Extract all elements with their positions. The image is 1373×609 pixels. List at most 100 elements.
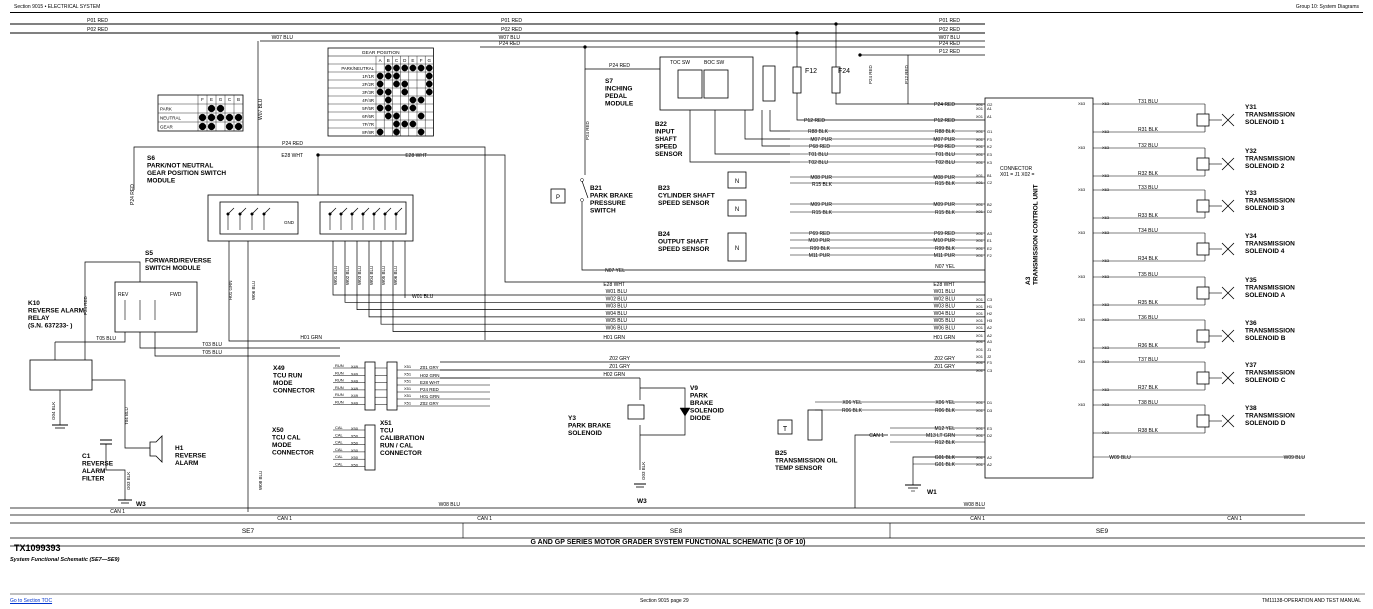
- wire-label: CAL: [335, 447, 344, 452]
- wire-label: D3: [987, 408, 993, 413]
- wire-label: R31 BLK: [1138, 127, 1159, 133]
- solenoid-valve-icon: [1221, 199, 1235, 213]
- inching-potentiometer: [762, 65, 776, 102]
- wire-label: P24 RED: [934, 102, 955, 108]
- wire-path: [105, 444, 126, 500]
- b24-sensor-icon: [727, 232, 747, 262]
- gear-dot: [409, 120, 417, 128]
- park-row-label: NEUTRAL: [160, 116, 182, 121]
- park-dot: [225, 113, 234, 122]
- wire-label: R37 BLK: [1138, 385, 1159, 391]
- page-number: Section 9015 page 29: [640, 598, 689, 604]
- gear-dot: [409, 64, 417, 72]
- park-dot: [207, 104, 216, 113]
- wire-label: X51: [404, 386, 412, 391]
- wire-label: W01 BLU: [412, 294, 434, 300]
- header-rule: [10, 12, 1363, 13]
- section-se7: SE7: [242, 528, 255, 535]
- wire-label: X63: [1078, 101, 1086, 106]
- wire-label: CAL: [335, 432, 344, 437]
- wire-label: Z01 GRY: [934, 364, 955, 370]
- gear-dot: [393, 120, 400, 128]
- park-col-label: E: [210, 97, 213, 102]
- a3-label: A3TRANSMISSION CONTROL UNIT: [1025, 184, 1039, 285]
- terminal-dot: [226, 212, 230, 216]
- wire-label: M10 PUR: [933, 238, 955, 244]
- wire-label: CAL: [335, 454, 344, 459]
- wire-label: X49: [351, 386, 359, 391]
- wire-label: M09 PUR: [810, 202, 832, 208]
- figure-caption: System Functional Schematic (SE7—SE9): [10, 557, 120, 563]
- wire-label: X01: [976, 102, 984, 107]
- wire-label: X49: [351, 364, 359, 369]
- wire-label: X51: [404, 379, 412, 384]
- gnd-label: GND: [284, 220, 295, 225]
- wire-label: J2: [987, 354, 992, 359]
- wire-label: W05 BLU: [381, 266, 386, 285]
- wire-label: CAL: [335, 462, 344, 467]
- wire-path: [744, 110, 790, 140]
- wire-label: E1: [987, 238, 993, 243]
- gear-dot: [417, 64, 425, 72]
- terminal-dot: [350, 212, 354, 216]
- wire-label: R15 BLK: [935, 181, 956, 187]
- wire-label: X01: [976, 231, 984, 236]
- wire-label: X63: [1102, 230, 1110, 235]
- wire-path: [228, 241, 985, 342]
- fwd-label: FWD: [170, 292, 182, 298]
- wire-label: X63: [1102, 215, 1110, 220]
- wire-label: X63: [1102, 173, 1110, 178]
- gear-dot: [384, 64, 392, 72]
- sensor-n-symbol: N: [735, 207, 739, 213]
- wire-label: T02 BLU: [935, 160, 955, 166]
- wire-label: P01 RED: [501, 18, 522, 24]
- gear-row-label: 4F/4R: [362, 98, 374, 103]
- boc-switch: [703, 69, 729, 99]
- wire-path: [714, 110, 790, 155]
- wire-label: E28 WHT: [281, 153, 303, 159]
- wire-label: P24 RED: [282, 141, 303, 147]
- wire-label: M07 PUR: [933, 137, 955, 143]
- wire-label: A3: [987, 231, 993, 236]
- wire-label: K3: [987, 160, 993, 165]
- wire-label: F3: [987, 360, 992, 365]
- wire-label: X63: [1102, 187, 1110, 192]
- wire-label: R06 BLK: [935, 408, 956, 414]
- wire-label: RUN: [335, 392, 344, 397]
- wire-label: P02 RED: [939, 27, 960, 33]
- wire-label: W06 BLU: [934, 326, 956, 332]
- wire-label: F3: [987, 137, 992, 142]
- wire-label: X63: [1102, 129, 1110, 134]
- wire-label: Z01 GRY: [420, 365, 439, 370]
- s7-module-box: [659, 56, 754, 111]
- wire-label: J1: [987, 347, 992, 352]
- wire-label: Z02 GRY: [934, 356, 955, 362]
- wire-label: Z01 GRY: [609, 364, 630, 370]
- wire-label: W03 BLU: [606, 304, 628, 310]
- wire-path: [912, 456, 985, 485]
- wire-label: C3: [987, 368, 993, 373]
- wire-label: P24 RED: [83, 295, 88, 315]
- wire-label: N07 YEL: [935, 264, 955, 270]
- wire-label: W02 BLU: [345, 266, 350, 285]
- wire-label: T33 BLU: [1138, 185, 1158, 191]
- wire-label: T37 BLU: [1138, 357, 1158, 363]
- wire-label: R33 BLK: [1138, 213, 1159, 219]
- wire-label: P02 RED: [87, 27, 108, 33]
- wire-label: X50: [351, 448, 359, 453]
- sensor-n-symbol: N: [735, 246, 739, 252]
- solenoid-coil: [1196, 157, 1210, 171]
- wire-segment: [581, 180, 589, 199]
- section-toc-link[interactable]: Go to Section TOC: [10, 598, 53, 604]
- wire-label: R06 BLK: [842, 408, 863, 414]
- wire-label: X50: [351, 455, 359, 460]
- wire-label: A1: [987, 106, 993, 111]
- f24-label: F24: [838, 68, 850, 75]
- wire-label: G03 BLK: [641, 462, 646, 480]
- wire-label: H01 GRN: [300, 335, 322, 341]
- wire-label: X01: [976, 433, 984, 438]
- wire-label: A2: [987, 455, 993, 460]
- wire-label: H01 GRN: [603, 335, 625, 341]
